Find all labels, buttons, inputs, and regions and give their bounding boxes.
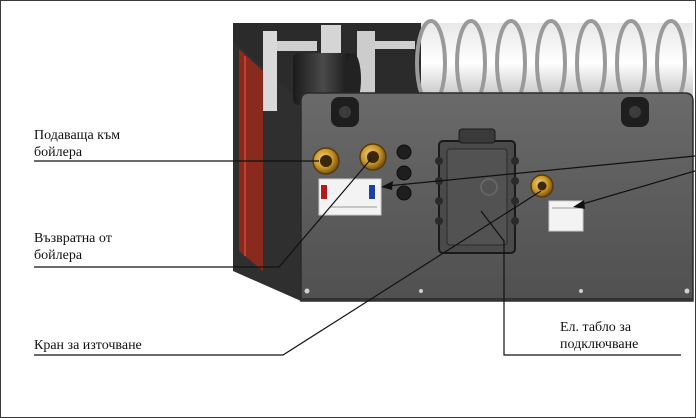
label-return-line1: Възвратна от (34, 231, 112, 246)
label-electrical-panel: Ел. табло за подключване (560, 319, 638, 353)
bolt-icon (621, 97, 649, 127)
label-supply-to-boiler: Подаваща към бойлера (34, 127, 120, 161)
arrowheads (381, 181, 585, 209)
label-panel-line1: Ел. табло за (560, 320, 632, 335)
label-panel-line2: подключване (560, 337, 639, 352)
machinery-top (233, 19, 693, 301)
bolt-icon (331, 97, 359, 127)
label-drain-line1: Кран за източване (34, 338, 142, 353)
fitting-icon (359, 143, 387, 171)
cable-gland-icon (396, 144, 412, 201)
label-return-from-boiler: Възвратна от бойлера (34, 230, 112, 264)
fitting-icon (530, 174, 554, 198)
electrical-box (435, 128, 519, 254)
label-drain-valve: Кран за източване (34, 337, 142, 354)
supply-return-stickers (318, 178, 382, 216)
leader-lines (34, 155, 695, 356)
label-return-line2: бойлера (34, 248, 83, 263)
label-supply-line2: бойлера (34, 145, 83, 160)
label-supply-line1: Подаваща към (34, 128, 121, 143)
